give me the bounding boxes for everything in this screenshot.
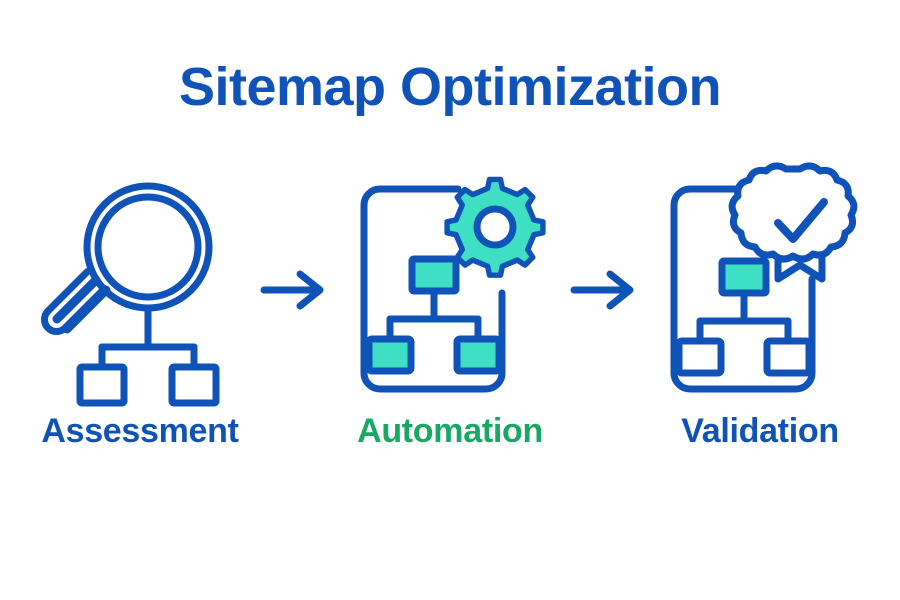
arrow-assessment-to-automation xyxy=(255,170,335,410)
check-icon xyxy=(774,198,828,243)
sitemap-root-node xyxy=(718,257,770,297)
sitemap-node-left xyxy=(76,363,128,407)
gear-sitemap-card-svg xyxy=(360,176,546,393)
magnifier-sitemap-icon xyxy=(25,170,255,410)
sitemap-node-right xyxy=(168,363,220,407)
sitemap-node-right xyxy=(763,337,813,377)
sitemap-tree-automation xyxy=(365,255,503,375)
stage-validation[interactable]: Validation xyxy=(645,162,875,450)
stage-label-validation: Validation xyxy=(681,412,839,450)
sitemap-node-left xyxy=(365,335,415,375)
sitemap-node-right xyxy=(453,335,503,375)
arrow-automation-to-validation xyxy=(565,170,645,410)
page-title: Sitemap Optimization xyxy=(178,57,722,117)
magnifier-handle-shaft-2 xyxy=(52,275,101,324)
document-card-outline xyxy=(670,185,816,393)
magnifier-handle-group xyxy=(41,268,108,335)
stage-flow: Assessment xyxy=(0,162,900,480)
sitemap-node-left xyxy=(675,337,725,377)
magnifier-inner-ring xyxy=(94,193,202,301)
arrow-right-icon xyxy=(570,270,634,310)
stage-label-assessment: Assessment xyxy=(41,412,239,450)
gear-icon xyxy=(444,176,546,278)
stage-label-automation: Automation xyxy=(357,412,543,450)
stage-assessment[interactable]: Assessment xyxy=(25,170,255,448)
gear-center-hole xyxy=(473,205,517,249)
gear-sitemap-card-icon xyxy=(335,170,565,410)
rosette-outline xyxy=(728,162,858,263)
stage-automation[interactable]: Automation xyxy=(335,170,565,448)
verified-badge-sitemap-card-icon xyxy=(645,162,875,410)
magnifier-sitemap-svg xyxy=(41,182,220,407)
arrow-right-icon xyxy=(260,270,324,310)
verified-rosette-icon xyxy=(728,162,858,263)
sitemap-tree-validation xyxy=(675,257,813,377)
sitemap-root-node xyxy=(408,255,460,295)
document-card-outline xyxy=(360,185,506,393)
verified-badge-sitemap-card-svg xyxy=(670,162,858,393)
